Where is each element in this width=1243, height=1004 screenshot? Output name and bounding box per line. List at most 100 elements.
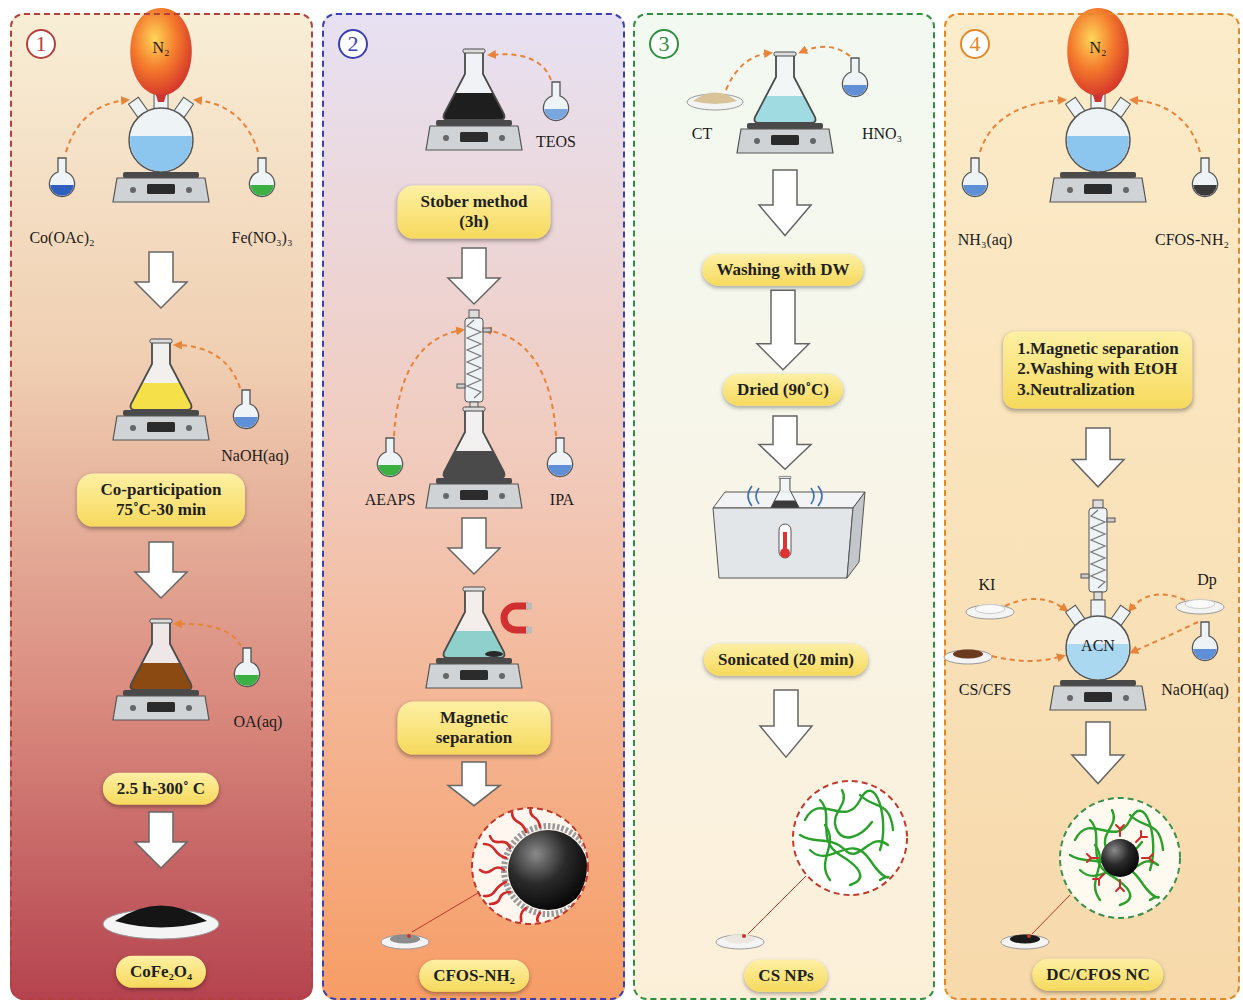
illustration-part — [377, 438, 402, 477]
illustration-part — [444, 590, 505, 658]
illustration-part — [50, 185, 74, 196]
panel-ground — [10, 13, 1240, 1000]
illustration-part — [526, 627, 532, 634]
illustration-part — [66, 100, 258, 646]
panel-three-art — [687, 47, 907, 949]
illustration-part — [1066, 600, 1131, 680]
illustration-part — [793, 781, 907, 895]
illustration-part — [1001, 935, 1049, 949]
illustration-part — [249, 158, 274, 197]
illustration-part — [377, 438, 402, 477]
step-panel: 4 1.Magnetic separation2.Washing with EtO… — [944, 13, 1240, 1000]
illustration-part — [1032, 895, 1070, 934]
illustration-part — [512, 812, 526, 832]
step-pill: DC/CFOS NC — [1032, 959, 1163, 991]
step-text: CS NPs — [758, 966, 813, 986]
illustration-part — [811, 488, 814, 504]
illustration-part — [780, 548, 790, 558]
illustration-part — [1087, 825, 1153, 891]
illustration-part — [547, 438, 572, 477]
illustration-part — [1027, 934, 1031, 938]
illustration-part — [980, 100, 1064, 152]
step-number: 1 — [26, 29, 56, 59]
reagent-label: Fe(NO₃)₃ — [232, 229, 293, 247]
illustration-part — [480, 807, 541, 935]
illustration-part — [818, 486, 822, 506]
illustration-part — [129, 92, 194, 172]
illustration-part — [426, 120, 522, 150]
illustration-part — [485, 651, 503, 657]
illustration-part — [1132, 622, 1198, 652]
illustration-part — [448, 518, 500, 574]
illustration-part — [486, 330, 556, 436]
illustration-part — [1192, 622, 1217, 661]
illustration-part — [448, 762, 500, 806]
illustration-part — [1185, 600, 1215, 609]
reagent-label: Dp — [1197, 571, 1217, 589]
reagent-label: TEOS — [536, 133, 576, 151]
illustration-part — [448, 248, 500, 304]
step-pill: 2.5 h-300˚ C — [103, 773, 219, 805]
illustration-part — [115, 906, 207, 928]
illustration-part — [1081, 500, 1115, 600]
illustration-part — [176, 345, 240, 388]
step-pill: Magnetic separation — [398, 702, 551, 755]
illustration-part — [1193, 185, 1217, 196]
illustration-part — [407, 934, 411, 938]
illustration-part — [693, 93, 737, 105]
illustration-part — [1070, 810, 1163, 905]
step-pill: CoFe₂O₄ — [116, 956, 206, 988]
illustration-part — [131, 342, 192, 410]
panel-four-art — [944, 8, 1224, 949]
illustration-part — [394, 330, 462, 436]
step-text: 3.Neutralization — [1017, 380, 1178, 400]
step-number: 3 — [649, 29, 679, 59]
illustration-part — [322, 13, 625, 1000]
illustration-part — [1060, 798, 1180, 918]
illustration-part — [249, 158, 274, 197]
illustration-part — [759, 416, 811, 469]
step-pill: CS NPs — [744, 960, 827, 992]
illustration-part — [504, 606, 528, 630]
illustration-part — [135, 542, 187, 598]
illustration-part — [1136, 831, 1147, 842]
illustration-part — [755, 52, 816, 123]
reagent-label: OA(aq) — [234, 713, 283, 731]
illustration-part — [842, 58, 867, 97]
illustration-part — [426, 658, 522, 688]
illustration-part — [742, 934, 746, 938]
illustration-part — [233, 390, 258, 429]
illustration-part — [131, 339, 192, 410]
illustration-part — [760, 690, 812, 757]
illustration-part — [713, 508, 853, 578]
illustration-part — [980, 100, 1200, 661]
illustration-part — [1067, 8, 1129, 102]
illustration-part — [233, 390, 258, 429]
illustration-part — [801, 47, 850, 56]
illustration-part — [1067, 8, 1129, 102]
process-box: 1.Magnetic separation2.Washing with EtOH… — [1003, 331, 1192, 408]
illustration-part — [1072, 722, 1124, 784]
illustration-part — [953, 650, 983, 659]
reagent-label: N₂ — [1089, 39, 1106, 57]
illustration-part — [847, 492, 865, 578]
illustration-part — [49, 158, 74, 197]
illustration-part — [716, 935, 764, 949]
illustration-part — [457, 310, 491, 410]
illustration-part — [1192, 158, 1217, 197]
illustration-part — [992, 656, 1063, 661]
illustration-part — [1005, 599, 1066, 610]
illustration-part — [800, 790, 893, 885]
illustration-part — [444, 410, 505, 478]
illustration-part — [444, 49, 505, 120]
step-number: 4 — [960, 29, 990, 59]
illustration-part — [444, 49, 505, 120]
illustration-part — [1070, 810, 1163, 905]
reagent-label: ACN — [1081, 637, 1115, 655]
illustration-part — [1132, 100, 1200, 152]
illustration-part — [975, 605, 1005, 614]
illustration-part — [1192, 158, 1217, 197]
illustration-part — [1093, 874, 1104, 885]
illustration-part — [633, 13, 935, 1000]
